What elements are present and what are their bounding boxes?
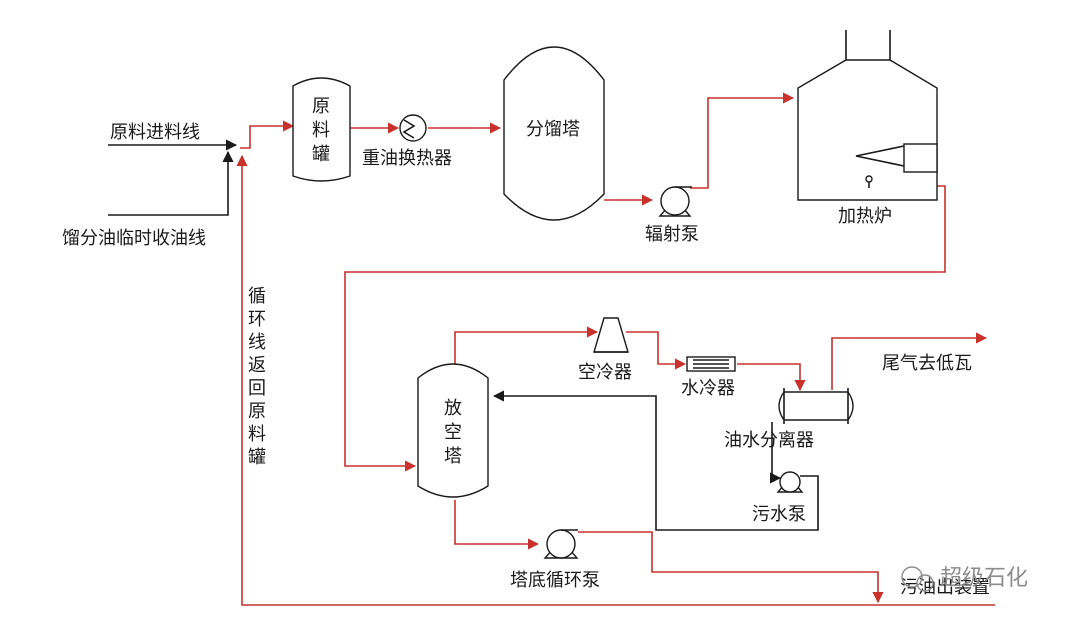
svg-text:放: 放 [444,398,462,419]
wechat-icon [901,566,923,588]
svg-text:超级石化: 超级石化 [940,566,1028,591]
svg-text:原: 原 [312,96,330,117]
svg-text:回: 回 [248,378,266,399]
line-bottom-to-pump [454,500,540,550]
heating-furnace [797,30,938,201]
bottom-circ-pump [543,529,579,559]
svg-text:环: 环 [248,309,266,330]
line-top-to-aircooler [454,326,599,366]
label-radiation-pump: 辐射泵 [645,224,699,245]
line-furnace-to-blowdown [344,185,946,472]
return-line [236,154,995,606]
label-heating-furnace: 加热炉 [838,206,892,227]
blowdown-tower [417,363,489,498]
feed-tank [292,77,351,182]
svg-text:返: 返 [248,355,266,376]
label-tail-gas: 尾气去低瓦 [882,353,972,374]
svg-text:塔: 塔 [444,446,462,467]
label-blowdown-tower: 放 空 塔 [444,398,462,467]
line-pump-to-unit [578,531,884,604]
line-aircooler-to-watercooler [626,331,687,370]
svg-text:罐: 罐 [248,447,266,468]
tail-gas-line [831,332,988,390]
svg-text:料: 料 [312,120,330,141]
line-to-feed-tank [240,120,295,149]
label-bottom-circ-pump: 塔底循环泵 [510,570,600,591]
label-temp-oil-line: 馏分油临时收油线 [62,228,206,249]
heavy-oil-exchanger [399,114,427,142]
watermark: 超级石化 [901,566,1028,592]
label-fractionator: 分馏塔 [526,119,580,140]
label-feed-tank: 原 料 罐 [312,96,330,165]
label-air-cooler: 空冷器 [578,362,632,383]
svg-text:循: 循 [248,286,266,307]
label-heavy-oil-exchanger: 重油换热器 [362,148,452,169]
svg-text:原: 原 [248,401,266,422]
oil-water-separator [778,388,854,424]
line-sewage-pump-to-blowdown [492,390,819,531]
air-cooler [593,317,629,353]
fractionator-column [503,46,605,221]
svg-text:料: 料 [248,424,266,445]
label-oil-water-separator: 油水分离器 [724,430,814,451]
label-return-line: 循 环 线 返 回 原 料 罐 [248,286,266,468]
radiation-pump [658,186,692,217]
temp-oil-line [108,150,234,216]
water-cooler [686,356,736,372]
svg-text:空: 空 [444,422,462,443]
label-to-unit: 污油出装置 [900,577,990,598]
sewage-pump [776,471,804,493]
svg-text:线: 线 [248,332,266,353]
line-pump-to-furnace [690,92,795,189]
line-watercooler-to-separator [737,363,806,392]
line-separator-to-sewage-pump [769,422,782,484]
label-feed-line: 原料进料线 [110,122,200,143]
label-water-cooler: 水冷器 [681,378,735,399]
svg-text:罐: 罐 [312,144,330,165]
label-sewage-pump: 污水泵 [752,504,806,525]
